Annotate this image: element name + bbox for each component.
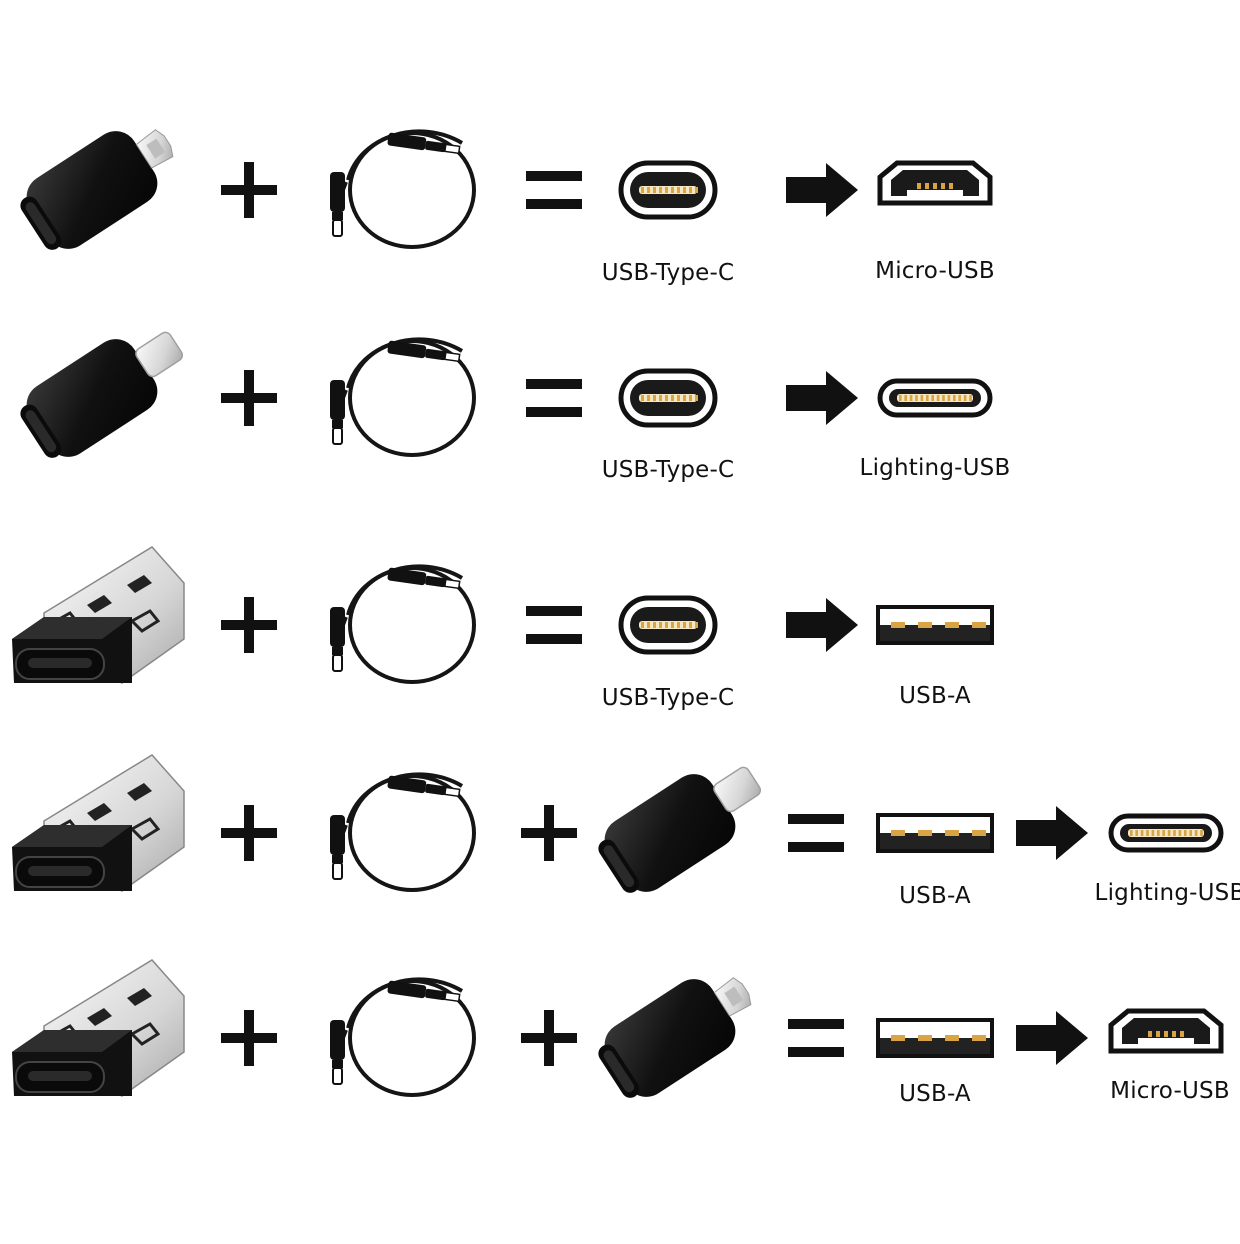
row1-label-right: Micro-USB <box>875 258 995 284</box>
row5-label-left: USB-A <box>899 1081 971 1107</box>
row2-adapter-lightning-1 <box>20 331 184 458</box>
row2-cable-3 <box>330 337 476 457</box>
row1-plus-2 <box>221 162 277 218</box>
row4-plus-4 <box>521 805 577 861</box>
row1-label-left: USB-Type-C <box>601 260 735 286</box>
row3-plus-2 <box>221 597 277 653</box>
row2-equals-4 <box>526 379 582 417</box>
row2-label-left: USB-Type-C <box>601 457 735 483</box>
row4-label-left: USB-A <box>899 883 971 909</box>
row1-equals-4 <box>526 171 582 209</box>
row4-adapter-usba-1 <box>12 754 185 892</box>
row1-cable-3 <box>330 129 476 249</box>
row2-port-typec-5 <box>618 368 718 428</box>
row3-port-usba-7 <box>876 605 994 645</box>
row1-arrow-6 <box>786 163 858 217</box>
row2-port-lightning-7 <box>877 378 993 418</box>
row4-adapter-lightning-5 <box>598 766 762 893</box>
row3-label-left: USB-Type-C <box>601 685 735 711</box>
row5-cable-3 <box>330 977 476 1097</box>
row2-arrow-6 <box>786 371 858 425</box>
row4-plus-2 <box>221 805 277 861</box>
row5-equals-6 <box>788 1019 844 1057</box>
row4-equals-6 <box>788 814 844 852</box>
row1-port-micro-7 <box>877 160 993 206</box>
row5-adapter-usba-1 <box>12 959 185 1097</box>
row4-arrow-8 <box>1016 806 1088 860</box>
row5-plus-2 <box>221 1010 277 1066</box>
row2-plus-2 <box>221 370 277 426</box>
row3-port-typec-5 <box>618 595 718 655</box>
row4-port-usba-7 <box>876 813 994 853</box>
row5-port-usba-7 <box>876 1018 994 1058</box>
row4-cable-3 <box>330 772 476 892</box>
row3-cable-3 <box>330 564 476 684</box>
row5-port-micro-9 <box>1108 1008 1224 1054</box>
row5-arrow-8 <box>1016 1011 1088 1065</box>
row2-label-right: Lighting-USB <box>859 455 1011 481</box>
row5-adapter-micro-5 <box>598 977 752 1098</box>
row5-label-right: Micro-USB <box>1110 1078 1230 1104</box>
row1-port-typec-5 <box>618 160 718 220</box>
row3-label-right: USB-A <box>899 683 971 709</box>
row3-equals-4 <box>526 606 582 644</box>
row5-plus-4 <box>521 1010 577 1066</box>
row4-label-right: Lighting-USB <box>1094 880 1240 906</box>
row4-port-lightning-9 <box>1108 813 1224 853</box>
row3-adapter-usba-1 <box>12 546 185 684</box>
row1-adapter-micro-1 <box>20 129 174 250</box>
row3-arrow-6 <box>786 598 858 652</box>
